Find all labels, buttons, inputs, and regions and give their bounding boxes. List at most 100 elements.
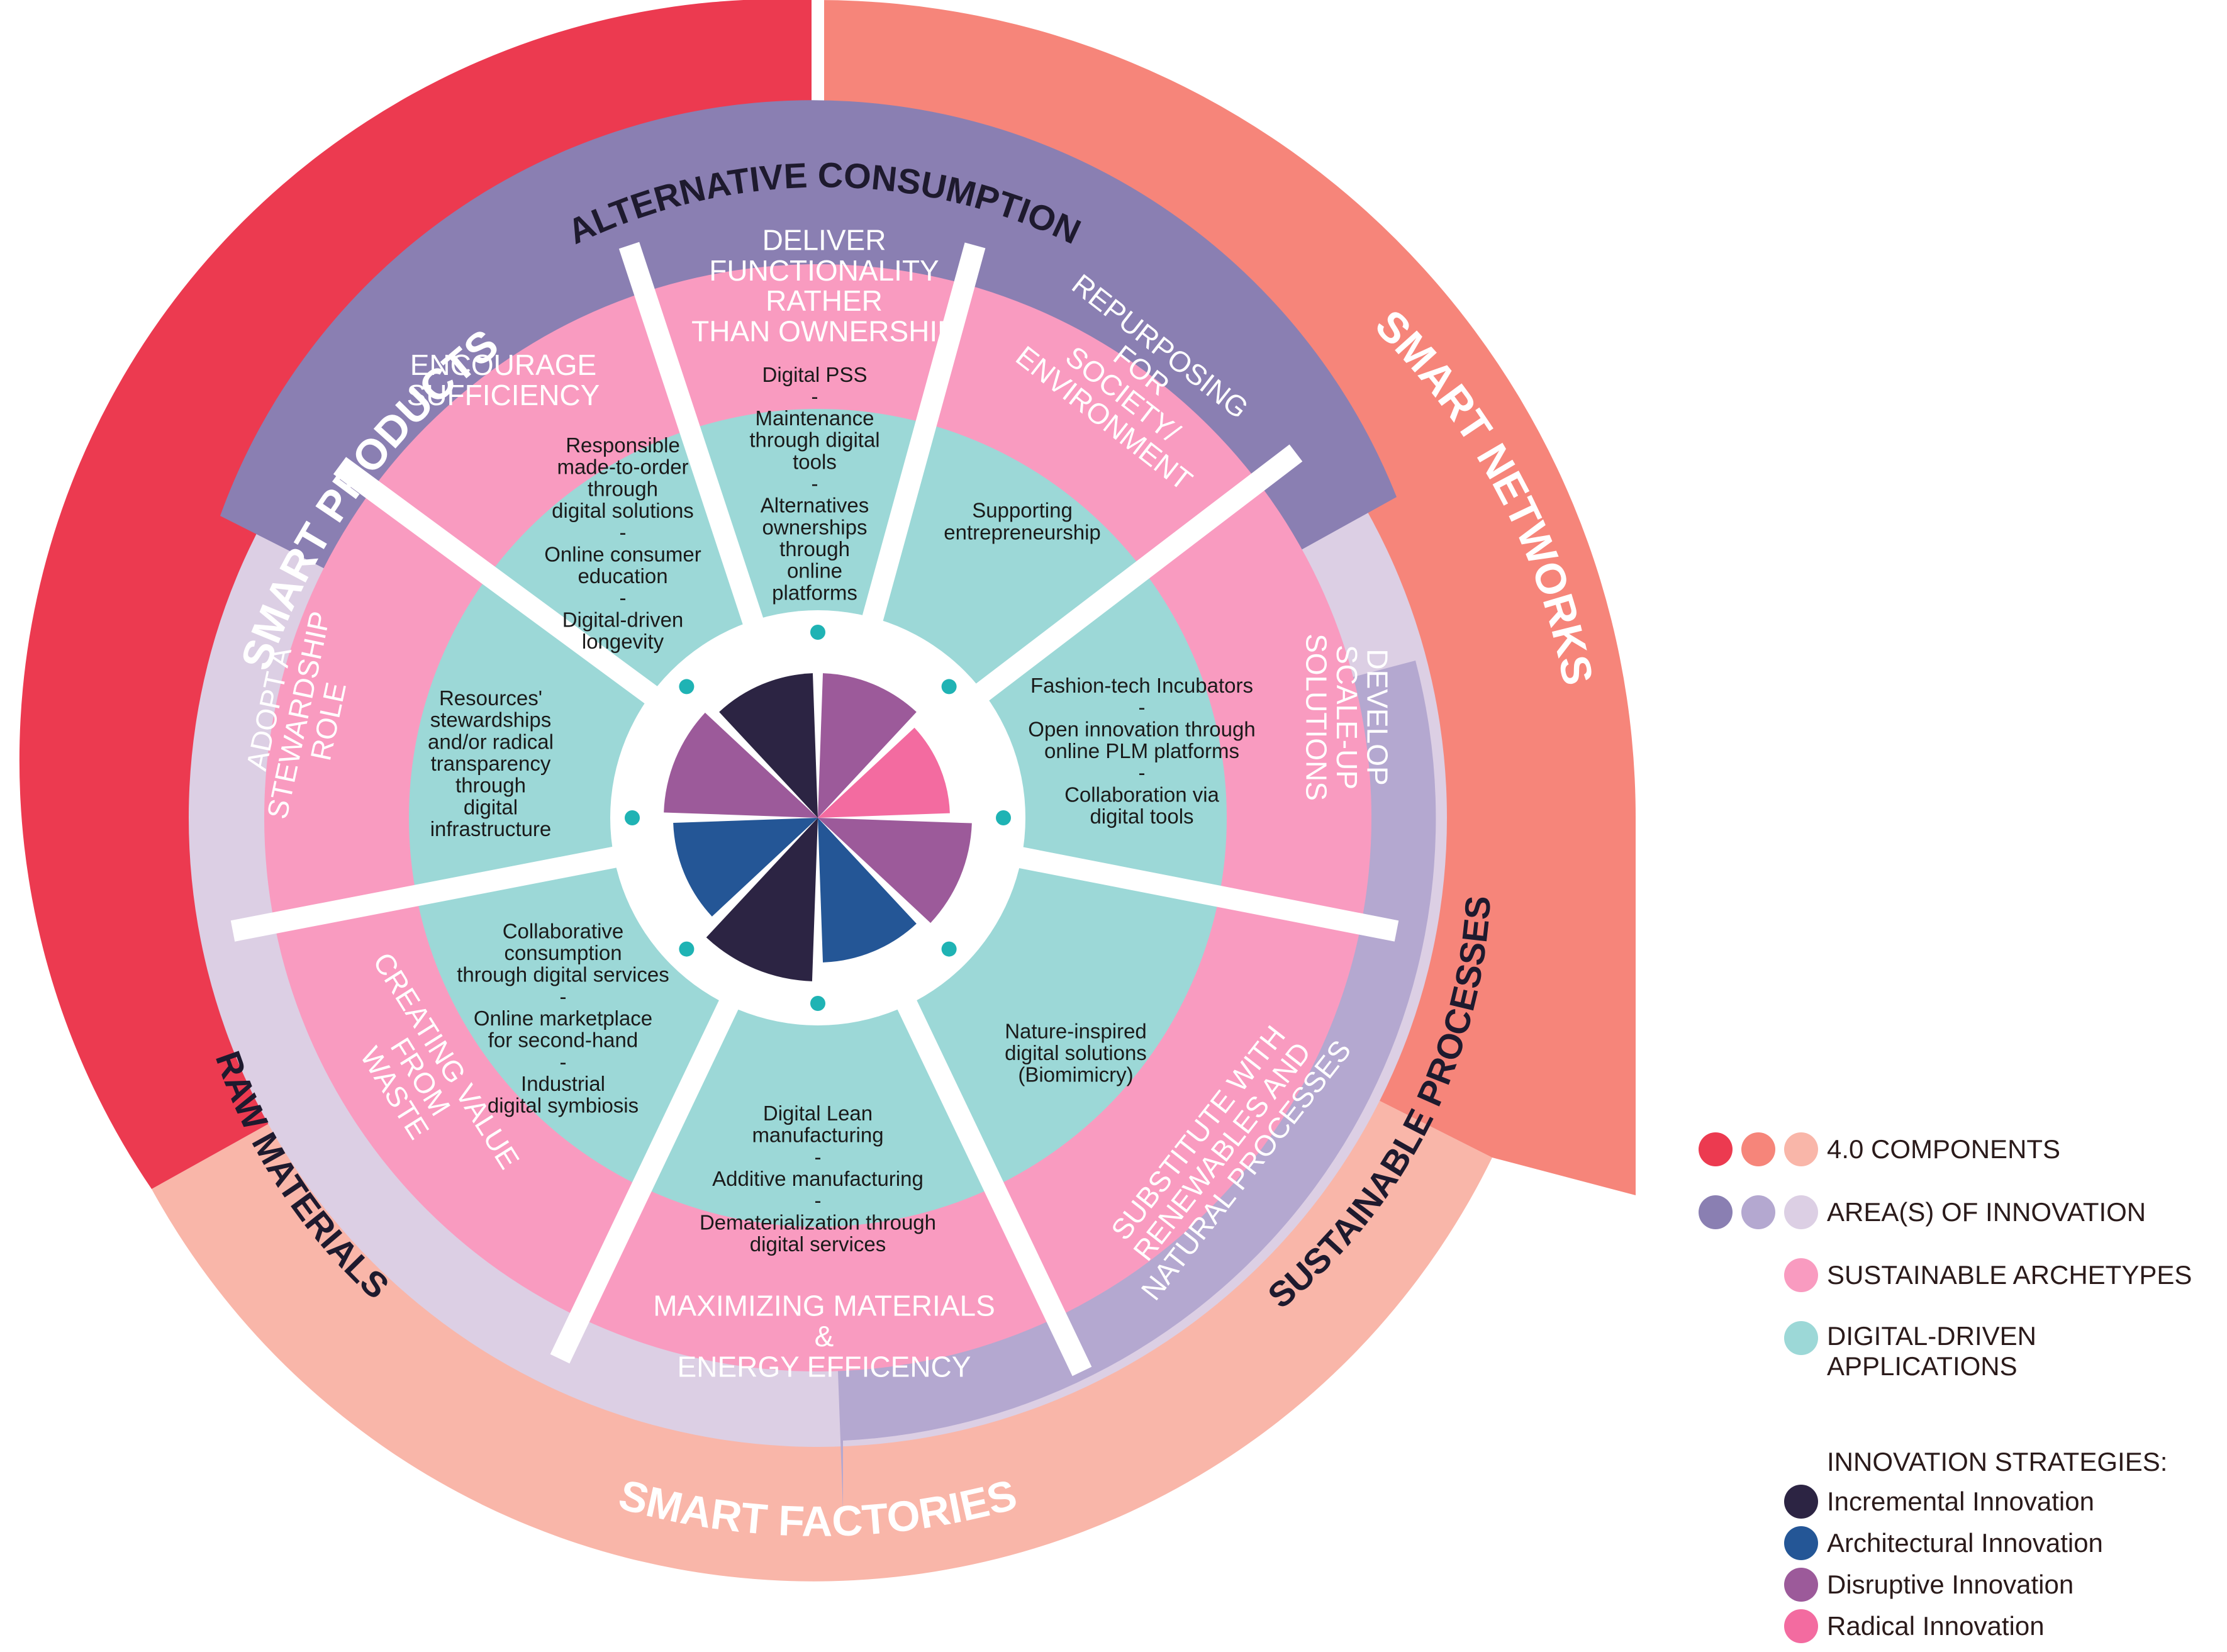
archetype-develop-line: SCALE-UP [1331,645,1363,790]
application-creating-line: digital symbiosis [488,1094,639,1117]
application-creating-line: through digital services [457,963,669,986]
application-stewardship-line: and/or radical [428,730,554,753]
application-sufficiency-line: - [620,586,627,610]
application-deliver-line: tools [793,450,837,473]
archetype-deliver-line: FUNCTIONALITY [709,254,939,287]
wedge-disruptive [664,712,818,818]
wedge-disruptive [818,673,917,818]
legend-dot-area-dark [1699,1195,1733,1229]
application-stewardship-line: digital [464,795,518,818]
application-sufficiency-line: Online consumer [544,542,701,566]
legend-radical: Radical Innovation [1784,1609,2045,1643]
archetype-maximizing-line: ENERGY EFFICENCY [678,1350,971,1383]
archetype-deliver-line: RATHER [766,284,883,317]
legend-dot-area-mid [1741,1195,1775,1229]
application-develop-line: Collaboration via [1064,783,1219,806]
legend-archetypes-label: SUSTAINABLE ARCHETYPES [1827,1260,2192,1290]
legend-dot-radical [1784,1609,1818,1643]
wedge-architectural [818,818,917,963]
legend-dot-disruptive [1784,1568,1818,1602]
application-sufficiency-line: education [578,564,667,588]
teal-dot [679,941,695,957]
application-deliver-line: platforms [772,581,857,604]
application-sufficiency-line: digital solutions [552,499,694,522]
teal-dot [625,810,640,825]
archetype-maximizing-line: MAXIMIZING MATERIALS [653,1290,995,1322]
archetype-develop: DEVELOPSCALE-UPSOLUTIONS [1300,633,1394,801]
application-sufficiency-line: Responsible [566,433,680,457]
application-deliver-line: Alternatives [761,494,869,517]
application-deliver-line: - [812,472,818,495]
archetype-develop-line: DEVELOP [1361,649,1393,785]
teal-dot [810,625,825,640]
application-deliver-line: online [787,559,842,583]
legend-strategies-title: INNOVATION STRATEGIES: [1827,1447,2168,1476]
application-sufficiency-line: Digital-driven [562,608,684,631]
application-maximizing-line: Dematerialization through [700,1210,936,1234]
application-deliver-line: ownerships [762,515,868,539]
application-stewardship-line: Resources' [439,686,542,710]
application-develop-line: digital tools [1090,805,1193,828]
application-develop-line: Fashion-tech Incubators [1030,674,1253,697]
teal-dot [996,810,1011,825]
application-develop-line: - [1139,696,1146,719]
application-maximizing-line: Digital Lean [763,1102,873,1125]
teal-dot [679,679,695,695]
legend-areas-label: AREA(S) OF INNOVATION [1827,1197,2146,1227]
legend-incremental-label: Incremental Innovation [1827,1487,2094,1516]
application-substitute-line: (Biomimicry) [1018,1063,1133,1086]
application-maximizing-line: - [815,1189,822,1212]
legend-archetypes: SUSTAINABLE ARCHETYPES [1784,1258,2192,1292]
archetype-sufficiency-line: ENCOURAGE [410,349,596,381]
innovation-strategy-wedges [664,673,972,981]
legend-dot-area-light [1784,1195,1818,1229]
application-deliver-line: through digital [749,428,879,452]
application-creating-line: for second-hand [488,1029,639,1052]
application-sufficiency-line: through [588,477,658,500]
archetype-maximizing-line: & [815,1320,834,1353]
wedge-incremental [706,818,818,981]
wedge-radical [818,727,950,818]
teal-dot [810,996,825,1011]
legend-dot-smart-networks [1741,1132,1775,1166]
application-develop-line: Open innovation through [1028,717,1255,740]
legend-radical-label: Radical Innovation [1827,1611,2045,1641]
application-develop-line: online PLM platforms [1044,739,1239,762]
application-develop: Fashion-tech Incubators-Open innovation … [1028,674,1255,828]
legend-components-label: 4.0 COMPONENTS [1827,1134,2061,1164]
legend-disruptive-label: Disruptive Innovation [1827,1570,2074,1599]
application-deliver-line: - [812,384,818,408]
application-maximizing-line: digital services [750,1232,886,1256]
legend-architectural: Architectural Innovation [1784,1526,2103,1560]
circular-framework-diagram: SMART PRODUCTS SMART NETWORKS SMART FACT… [19,0,1636,1582]
teal-dot-markers [625,625,1011,1011]
application-substitute-line: Nature-inspired [1005,1019,1147,1042]
archetype-deliver-line: DELIVER [762,224,886,257]
application-creating-line: - [560,1050,567,1073]
legend-disruptive: Disruptive Innovation [1784,1568,2074,1602]
legend-dot-incremental [1784,1485,1818,1519]
application-deliver-line: Maintenance [756,406,874,430]
legend-components: 4.0 COMPONENTS [1699,1132,2060,1166]
application-creating-line: - [560,985,567,1008]
teal-dot [941,679,957,695]
archetype-maximizing: MAXIMIZING MATERIALS&ENERGY EFFICENCY [653,1290,995,1383]
application-substitute-line: digital solutions [1005,1041,1147,1064]
wedge-incremental [719,673,818,818]
application-stewardship-line: stewardships [430,708,552,732]
legend-architectural-label: Architectural Innovation [1827,1528,2103,1558]
wedge-disruptive [818,818,972,924]
application-creating-line: Industrial [521,1072,605,1095]
legend-dot-archetype [1784,1258,1818,1292]
legend-incremental: Incremental Innovation [1784,1485,2094,1519]
